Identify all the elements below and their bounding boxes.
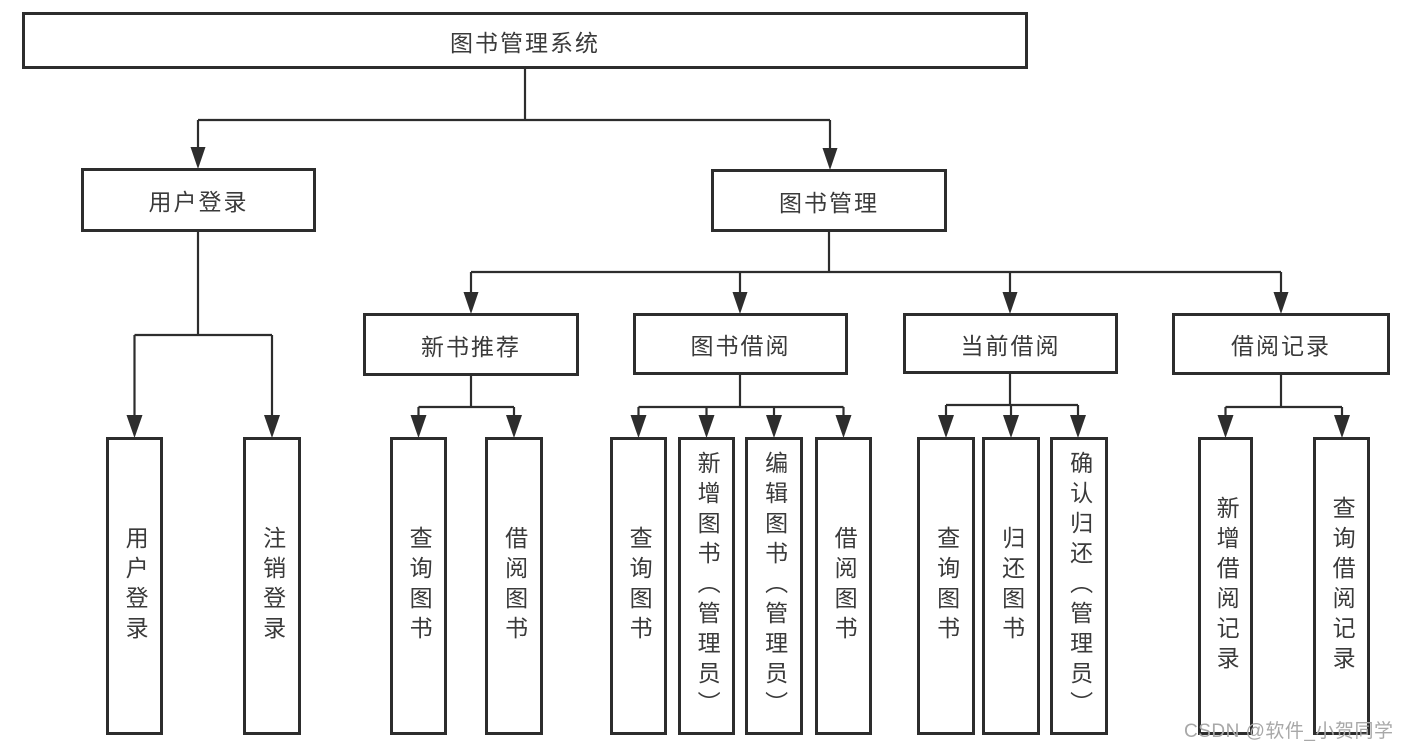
csdn-watermark: CSDN @软件_小贺同学 (1184, 721, 1394, 742)
leaf-confirm-return-admin-label: 确认归还（管理员） (1066, 451, 1093, 721)
leaf-return-books-label: 归还图书 (998, 526, 1025, 646)
leaf-borrow-borrow-books: 借阅图书 (815, 437, 872, 735)
node-book-management-label: 图书管理 (779, 189, 879, 216)
leaf-borrow-query-books-label: 查询图书 (626, 526, 653, 646)
node-book-management: 图书管理 (711, 169, 947, 232)
node-current-borrow: 当前借阅 (903, 313, 1118, 374)
node-book-borrow-label: 图书借阅 (690, 333, 791, 359)
leaf-confirm-return-admin: 确认归还（管理员） (1050, 437, 1108, 735)
connector-new-book (410, 376, 522, 438)
node-current-borrow-label: 当前借阅 (960, 332, 1061, 359)
node-user-login-label: 用户登录 (148, 189, 249, 215)
leaf-logout: 注销登录 (243, 437, 301, 735)
connector-book-borrow (630, 375, 852, 438)
leaf-current-query-books: 查询图书 (917, 437, 975, 735)
node-book-borrow: 图书借阅 (633, 313, 848, 375)
leaf-newbook-borrow-books-label: 借阅图书 (501, 526, 528, 646)
node-borrow-records: 借阅记录 (1172, 313, 1390, 375)
leaf-add-books-admin-label: 新增图书（管理员） (694, 451, 721, 721)
leaf-newbook-borrow-books: 借阅图书 (485, 437, 543, 735)
leaf-add-borrow-record-label: 新增借阅记录 (1213, 496, 1240, 676)
leaf-current-query-books-label: 查询图书 (933, 526, 960, 646)
node-user-login: 用户登录 (81, 168, 316, 232)
leaf-borrow-query-books: 查询图书 (610, 437, 667, 735)
node-new-book-recommend: 新书推荐 (363, 313, 579, 376)
leaf-user-login-label: 用户登录 (122, 526, 149, 646)
node-library-system-label: 图书管理系统 (450, 29, 600, 56)
connector-current-borrow (938, 374, 1086, 438)
node-new-book-recommend-label: 新书推荐 (421, 333, 521, 360)
connector-borrow-records (1217, 375, 1350, 438)
leaf-add-borrow-record: 新增借阅记录 (1198, 437, 1253, 735)
leaf-edit-books-admin: 编辑图书（管理员） (745, 437, 803, 735)
leaf-logout-label: 注销登录 (259, 526, 286, 646)
leaf-newbook-query-books-label: 查询图书 (406, 526, 433, 646)
connector-root (190, 69, 838, 170)
node-library-system: 图书管理系统 (22, 12, 1028, 69)
leaf-query-borrow-record-label: 查询借阅记录 (1329, 496, 1356, 676)
leaf-add-books-admin: 新增图书（管理员） (678, 437, 735, 735)
leaf-newbook-query-books: 查询图书 (390, 437, 447, 735)
leaf-return-books: 归还图书 (982, 437, 1040, 735)
leaf-user-login: 用户登录 (106, 437, 163, 735)
leaf-edit-books-admin-label: 编辑图书（管理员） (761, 451, 788, 721)
connector-book-management (463, 232, 1289, 314)
leaf-query-borrow-record: 查询借阅记录 (1313, 437, 1370, 735)
node-borrow-records-label: 借阅记录 (1231, 333, 1331, 359)
connector-user-login (126, 232, 280, 438)
leaf-borrow-borrow-books-label: 借阅图书 (831, 526, 858, 646)
